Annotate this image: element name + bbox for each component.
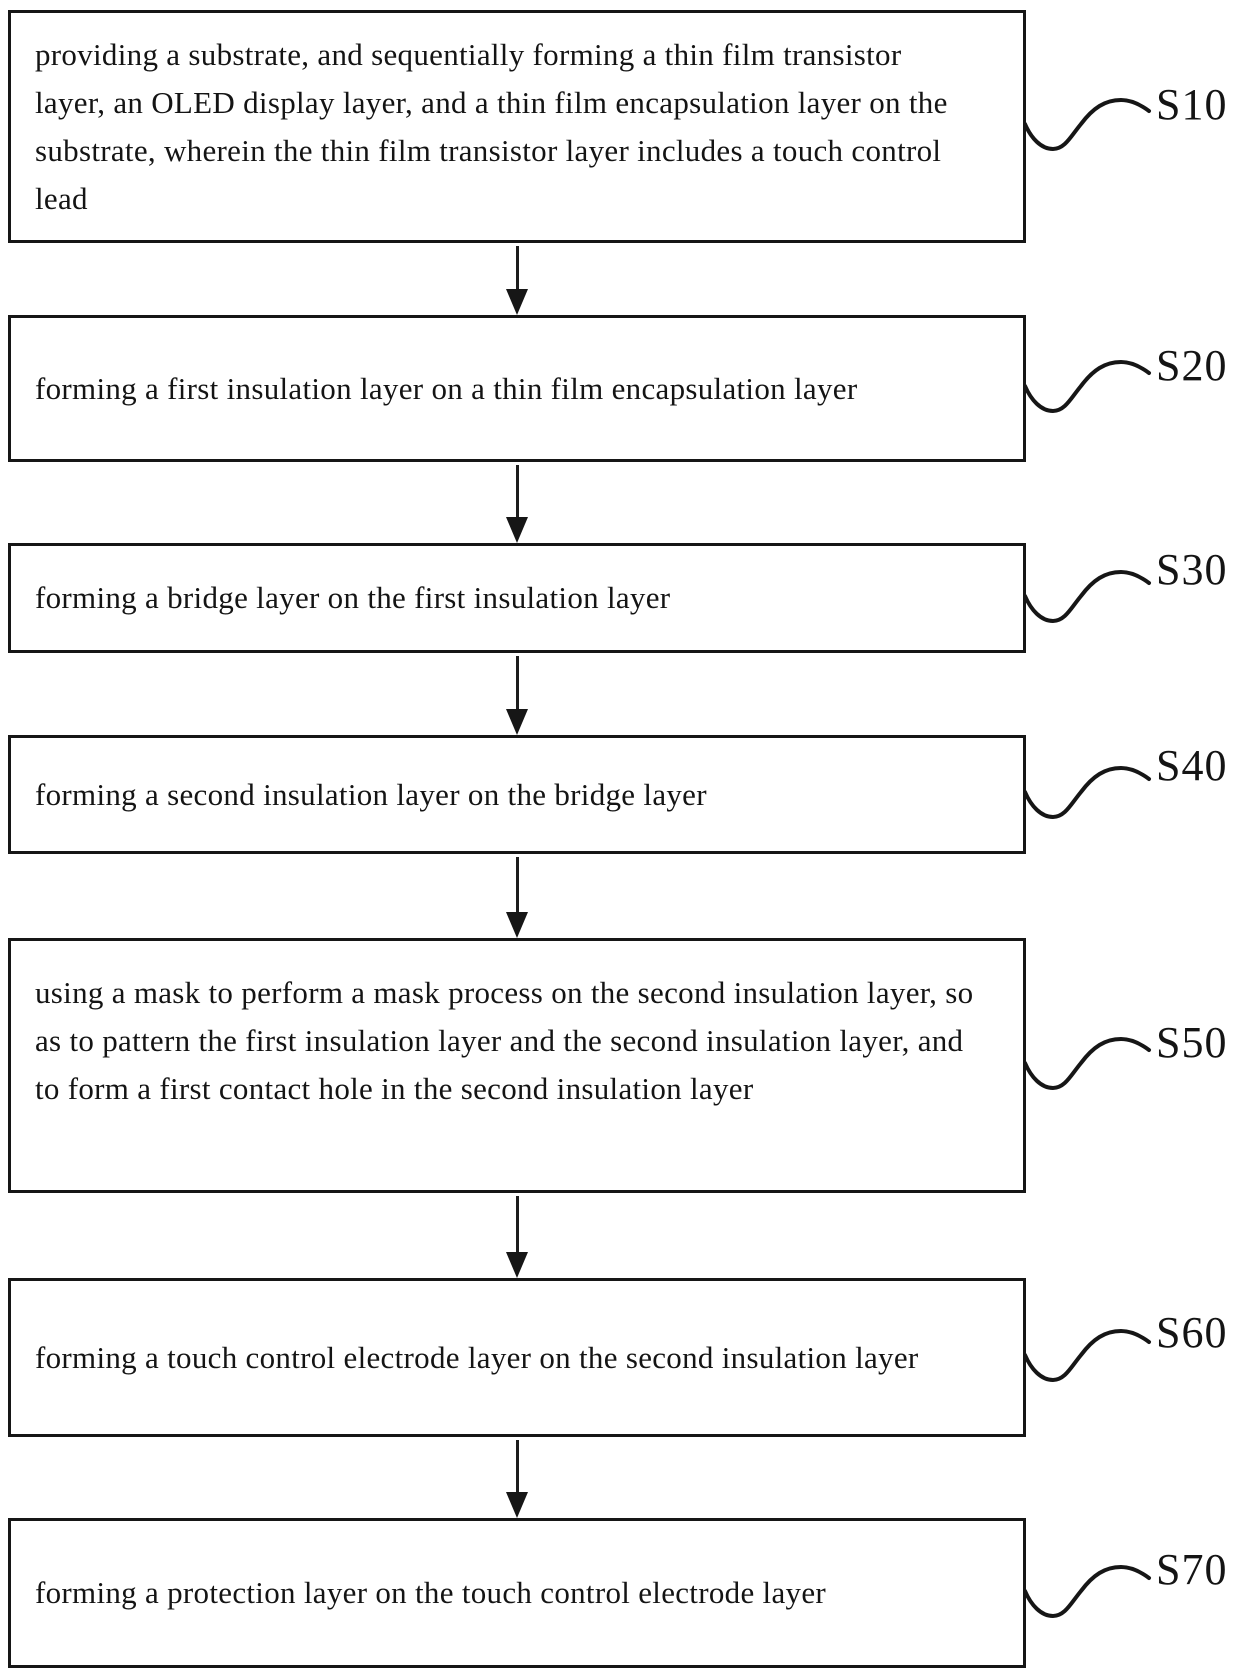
leader-curve-icon [1023,765,1151,820]
step-box-s60: forming a touch control electrode layer … [8,1278,1026,1437]
arrow-head [506,517,528,543]
leader-curve-icon [1023,97,1151,152]
step-label-s70: S70 [1156,1545,1228,1594]
arrow-head [506,709,528,735]
step-box-s50: using a mask to perform a mask process o… [8,938,1026,1193]
step-box-s40: forming a second insulation layer on the… [8,735,1026,854]
down-arrow-icon [505,246,529,315]
step-box-s20: forming a first insulation layer on a th… [8,315,1026,462]
step-label-s50: S50 [1156,1018,1228,1067]
arrow-shaft [515,857,519,912]
step-text: forming a bridge layer on the first insu… [35,580,671,615]
step-text: forming a protection layer on the touch … [35,1575,827,1610]
step-text: forming a second insulation layer on the… [35,776,707,812]
down-arrow-icon [505,1196,529,1278]
arrow-head [506,1492,528,1518]
step-label-s60: S60 [1156,1308,1228,1357]
step-text: providing a substrate, and sequentially … [35,36,948,216]
step-box-s70: forming a protection layer on the touch … [8,1518,1026,1668]
arrow-shaft [515,656,519,709]
leader-curve-icon [1023,1036,1151,1091]
leader-curve-icon [1023,1328,1151,1383]
down-arrow-icon [505,1440,529,1518]
arrow-head [506,912,528,938]
step-label-s10: S10 [1156,80,1228,129]
step-label-s30: S30 [1156,545,1228,594]
step-label-s20: S20 [1156,341,1228,390]
arrow-shaft [515,465,519,517]
down-arrow-icon [505,465,529,543]
down-arrow-icon [505,656,529,735]
step-text: using a mask to perform a mask process o… [35,975,974,1106]
step-box-s30: forming a bridge layer on the first insu… [8,543,1026,653]
arrow-shaft [515,1440,519,1492]
leader-curve-icon [1023,1564,1151,1619]
arrow-shaft [515,246,519,289]
step-label-s40: S40 [1156,741,1228,790]
arrow-shaft [515,1196,519,1252]
arrow-head [506,1252,528,1278]
step-text: forming a first insulation layer on a th… [35,370,858,406]
leader-curve-icon [1023,359,1151,414]
down-arrow-icon [505,857,529,938]
step-box-s10: providing a substrate, and sequentially … [8,10,1026,243]
leader-curve-icon [1023,569,1151,624]
arrow-head [506,289,528,315]
step-text: forming a touch control electrode layer … [35,1339,919,1375]
